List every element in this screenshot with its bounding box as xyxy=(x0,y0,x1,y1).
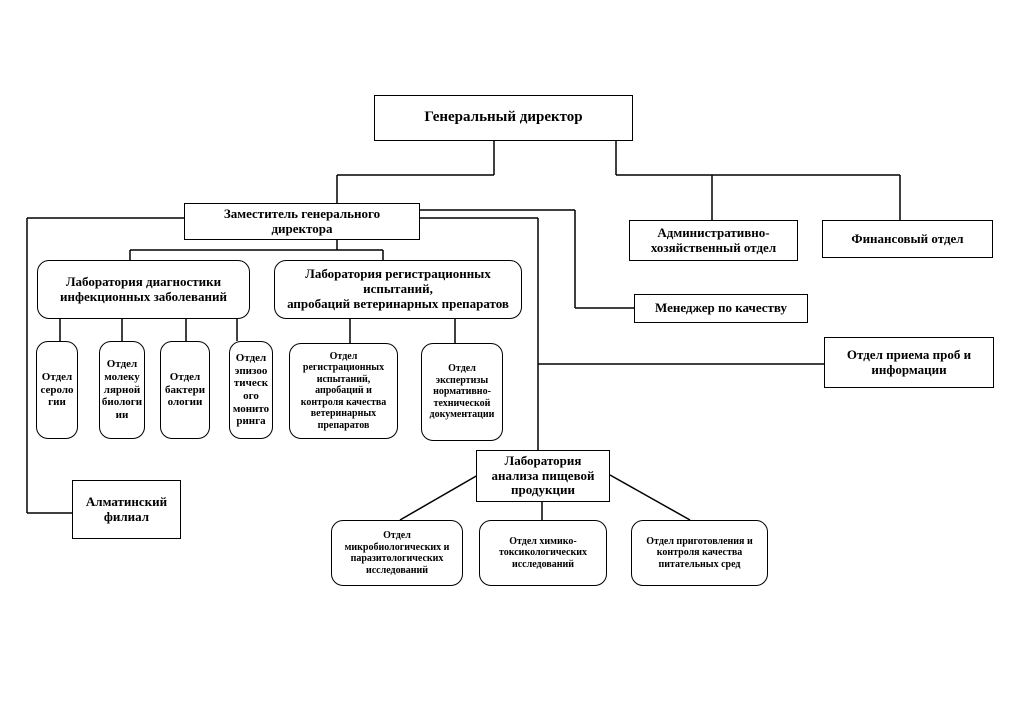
lab-infectious-diagnostics-box: Лаборатория диагностики инфекционных заб… xyxy=(37,260,250,319)
dept-nutrient-media-box: Отдел приготовления и контроля качества … xyxy=(631,520,768,586)
dept-normative-expertise-box: Отдел экспертизы нормативно- технической… xyxy=(421,343,503,441)
dept-bacteriology-box: Отдел бактери ологии xyxy=(160,341,210,439)
deputy-director-box: Заместитель генерального директора xyxy=(184,203,420,240)
lab-food-analysis-box: Лаборатория анализа пищевой продукции xyxy=(476,450,610,502)
finance-dept-box: Финансовый отдел xyxy=(822,220,993,258)
lab-registration-tests-box: Лаборатория регистрационных испытаний, а… xyxy=(274,260,522,319)
sample-reception-dept-box: Отдел приема проб и информации xyxy=(824,337,994,388)
admin-dept-box: Административно- хозяйственный отдел xyxy=(629,220,798,261)
general-director-box: Генеральный директор xyxy=(374,95,633,141)
quality-manager-box: Менеджер по качеству xyxy=(634,294,808,323)
dept-registration-tests-box: Отдел регистрационных испытаний, апробац… xyxy=(289,343,398,439)
almaty-branch-box: Алматинский филиал xyxy=(72,480,181,539)
dept-epizootic-monitoring-box: Отдел эпизоо тическ ого монито ринга xyxy=(229,341,273,439)
dept-microbiology-box: Отдел микробиологических и паразитологич… xyxy=(331,520,463,586)
dept-serology-box: Отдел сероло гии xyxy=(36,341,78,439)
dept-chemical-toxicology-box: Отдел химико- токсикологических исследов… xyxy=(479,520,607,586)
dept-molecular-biology-box: Отдел молеку лярной биологи ии xyxy=(99,341,145,439)
